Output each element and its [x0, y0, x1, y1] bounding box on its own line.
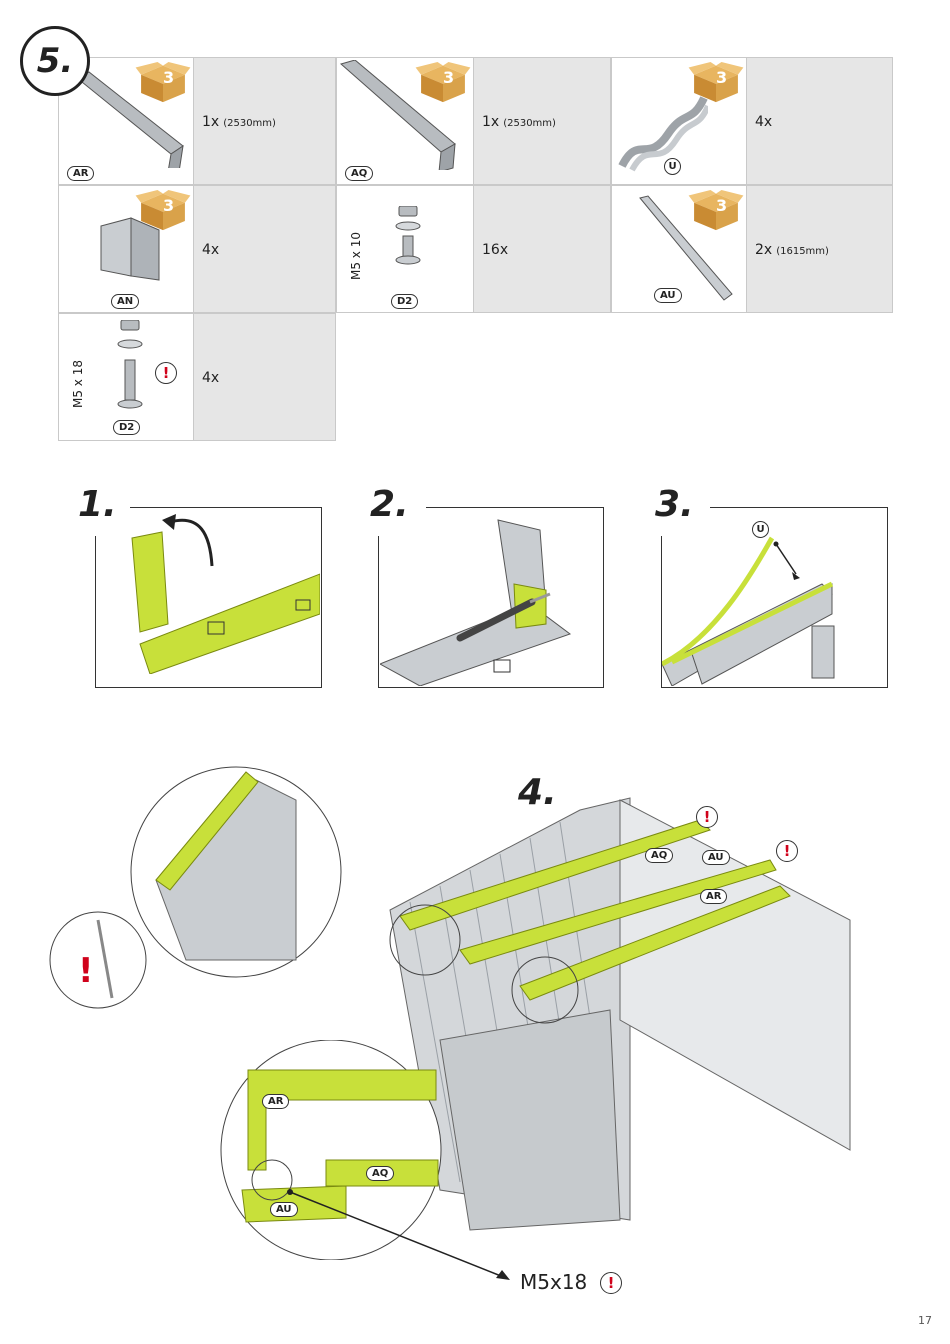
part-cell-d2-m5x18: M5 x 18 ! D2 [58, 313, 194, 441]
frame-top [130, 507, 322, 508]
qty-cell-ar: 1x(2530mm) [194, 57, 336, 185]
box-number: 3 [163, 196, 175, 215]
warning-icon: ! [776, 840, 798, 862]
part-cell-an: 3 AN [58, 185, 194, 313]
qty-cell-d2-m5x18: 4x [194, 313, 336, 441]
svg-text:!: ! [78, 951, 94, 991]
frame-left [378, 536, 379, 688]
part-code: D2 [391, 294, 419, 309]
substep-3-illustration [662, 536, 835, 686]
step-number-badge: 5. [20, 26, 90, 96]
qty-d2-m5x18: 4x [202, 370, 220, 386]
box-number: 3 [716, 196, 728, 215]
qty-cell-an: 4x [194, 185, 336, 313]
part-code: D2 [113, 420, 141, 435]
part-cell-aq: 3 AQ [336, 57, 474, 185]
substep-4-number: 4. [518, 772, 557, 813]
box-number: 3 [163, 68, 175, 87]
aq-rail-illustration [339, 60, 456, 170]
frame-right [603, 507, 604, 687]
substep-3-part-code: U [752, 521, 769, 538]
detail-label-ar: AR [262, 1094, 290, 1109]
substep-2-number: 2. [370, 484, 409, 525]
substep-2-illustration [380, 519, 572, 686]
label-au: AU [702, 850, 730, 865]
frame-bottom [378, 687, 604, 688]
screw-size-label: M5 x 10 [349, 232, 363, 280]
part-code: AQ [345, 166, 374, 181]
shed-frame-illustration [389, 797, 851, 1231]
part-cell-au: 3 AU [611, 185, 747, 313]
au-profile-illustration [639, 195, 733, 301]
m5x10-screw-illustration [395, 206, 421, 265]
part-code: AU [654, 288, 682, 303]
qty-aq: 1x(2530mm) [482, 114, 556, 130]
part-cell-d2-m5x10: M5 x 10 D2 [336, 185, 474, 313]
frame-right [321, 507, 322, 687]
label-aq: AQ [645, 848, 674, 863]
qty-ar: 1x(2530mm) [202, 114, 276, 130]
substep-1-number: 1. [78, 484, 117, 525]
qty-cell-au: 2x(1615mm) [747, 185, 893, 313]
substep-1-illustration [131, 514, 320, 674]
frame-right [887, 507, 888, 687]
qty-cell-aq: 1x(2530mm) [474, 57, 611, 185]
u-strip-illustration [618, 96, 708, 172]
page-number: 17 [918, 1314, 932, 1327]
callout-arrow [287, 1189, 510, 1280]
box-number: 3 [716, 68, 728, 87]
qty-cell-u: 4x [747, 57, 893, 185]
an-bracket-illustration [100, 217, 160, 281]
part-code: AR [67, 166, 95, 181]
part-cell-u: 3 U [611, 57, 747, 185]
substep-3-number: 3. [655, 484, 694, 525]
frame-left [95, 536, 96, 688]
frame-top [710, 507, 888, 508]
frame-top [426, 507, 604, 508]
part-code: AN [111, 294, 140, 309]
part-code: U [664, 158, 681, 175]
box-number: 3 [443, 68, 455, 87]
frame-bottom [95, 687, 322, 688]
screw-size-label: M5 x 18 [71, 360, 85, 408]
warning-icon: ! [600, 1272, 622, 1294]
detail-magnifier-top: ! [49, 766, 342, 1009]
qty-cell-d2-m5x10: 16x [474, 185, 611, 313]
qty-d2-m5x10: 16x [482, 242, 509, 258]
warning-icon: ! [155, 362, 177, 384]
qty-an: 4x [202, 242, 220, 258]
qty-au: 2x(1615mm) [755, 242, 829, 258]
warning-icon: ! [696, 806, 718, 828]
step-number: 5. [36, 41, 74, 81]
frame-bottom [661, 687, 888, 688]
label-ar: AR [700, 889, 728, 904]
m5x18-screw-illustration [117, 320, 143, 409]
frame-left [661, 536, 662, 688]
qty-u: 4x [755, 114, 773, 130]
screw-callout-label: M5x18 [520, 1270, 588, 1294]
detail-label-au: AU [270, 1202, 298, 1217]
detail-label-aq: AQ [366, 1166, 395, 1181]
